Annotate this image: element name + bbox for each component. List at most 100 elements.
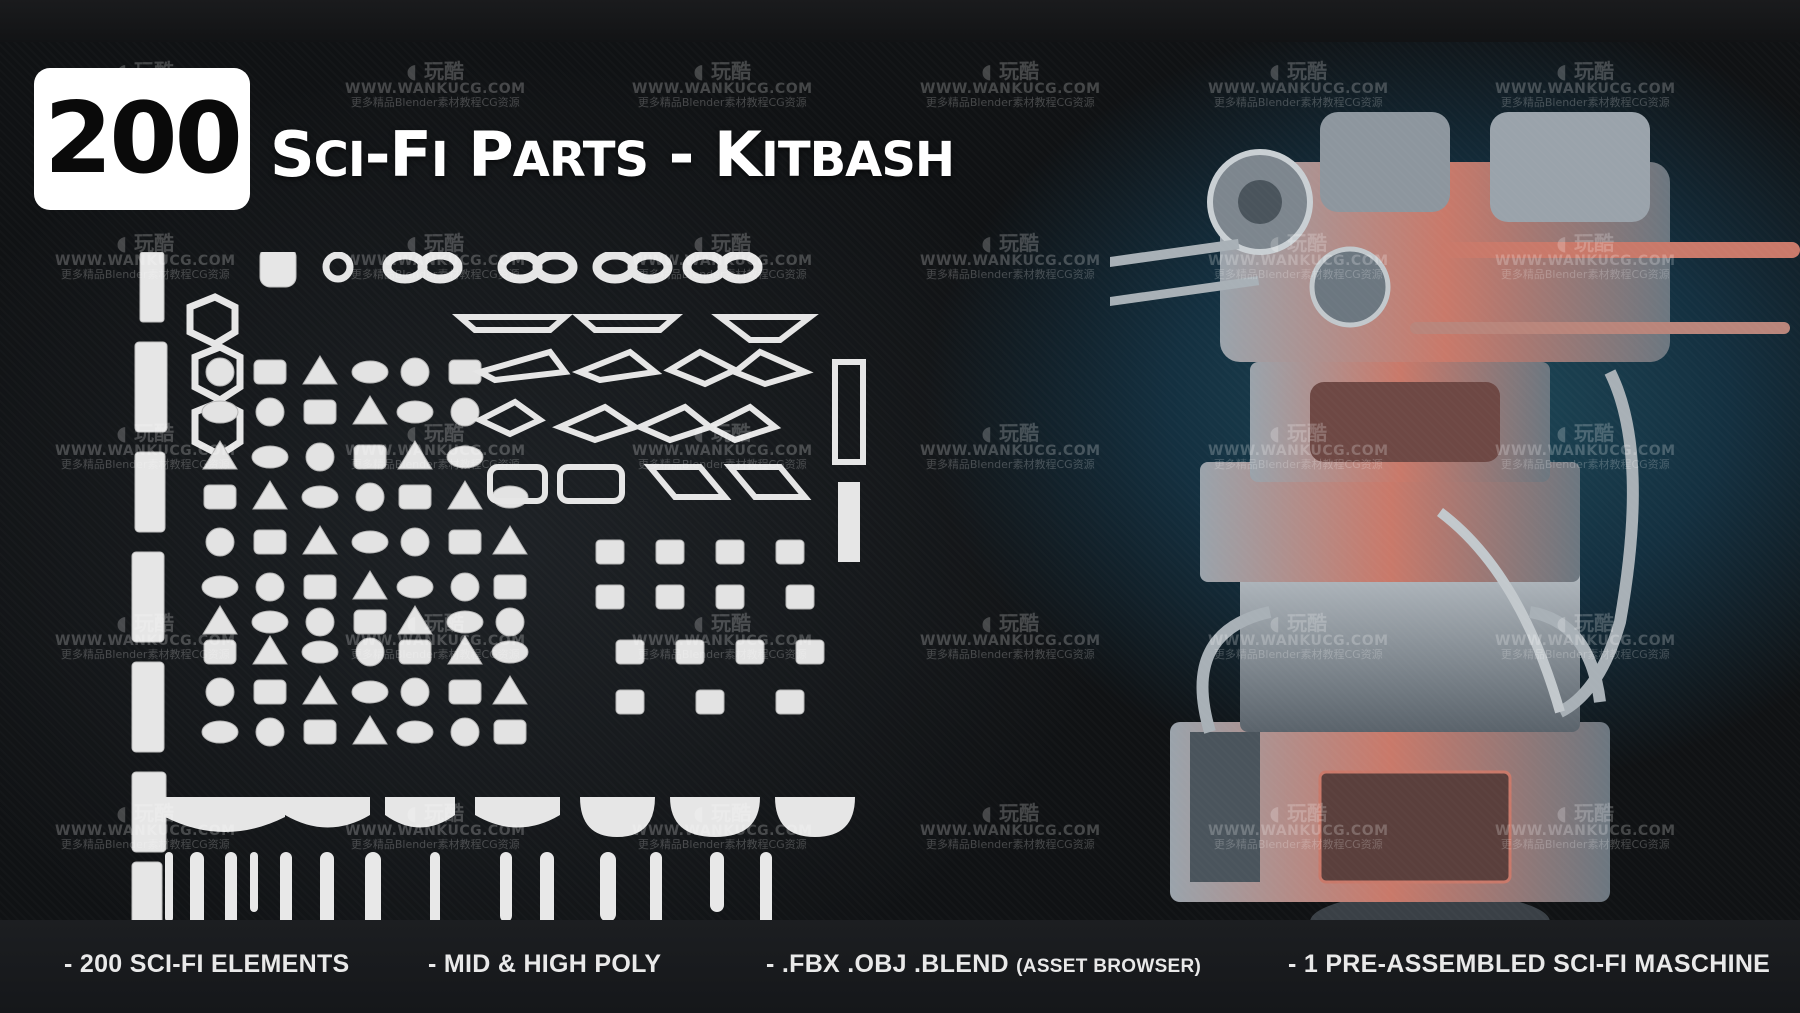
watermark-tag: 更多精品Blender素材教程CG资源 — [350, 648, 520, 662]
kitbash-part — [492, 675, 528, 705]
kitbash-part — [352, 570, 388, 600]
kitbash-part — [303, 399, 337, 425]
feature-machine: - 1 PRE-ASSEMBLED SCI-FI MASCHINE — [1288, 950, 1770, 979]
watermark-tag: 更多精品Blender素材教程CG资源 — [1213, 96, 1383, 110]
kitbash-part — [398, 484, 432, 510]
kitbash-part — [201, 400, 239, 424]
kitbash-part — [446, 445, 484, 469]
kitbash-part — [355, 637, 385, 667]
watermark-logo: ◖ 玩酷 — [981, 801, 1040, 825]
kitbash-part — [203, 484, 237, 510]
kitbash-part — [715, 584, 745, 610]
feature-note: (ASSET BROWSER) — [1016, 956, 1202, 977]
kitbash-part — [351, 530, 389, 554]
kitbash-part — [400, 527, 430, 557]
watermark-logo: ◖ 玩酷 — [116, 421, 175, 445]
kitbash-part — [303, 574, 337, 600]
kitbash-part — [397, 440, 433, 470]
watermark-logo: ◖ 玩酷 — [116, 801, 175, 825]
watermark-site: WWW.WANKUCG.COM — [1208, 253, 1389, 269]
watermark-tag: 更多精品Blender素材教程CG资源 — [637, 838, 807, 852]
kitbash-part — [355, 482, 385, 512]
watermark-logo: ◖ 玩酷 — [406, 421, 465, 445]
kitbash-parts-grid — [131, 252, 866, 920]
title-part: - — [668, 118, 695, 191]
kitbash-part — [400, 677, 430, 707]
watermark-site: WWW.WANKUCG.COM — [1495, 253, 1676, 269]
kitbash-part — [615, 639, 645, 665]
watermark-site: WWW.WANKUCG.COM — [1208, 823, 1389, 839]
count-badge: 200 — [34, 68, 250, 210]
watermark-tag: 更多精品Blender素材教程CG资源 — [350, 838, 520, 852]
kitbash-part — [255, 717, 285, 747]
kitbash-part — [448, 679, 482, 705]
watermark-logo: ◖ 玩酷 — [116, 611, 175, 635]
kitbash-part — [493, 719, 527, 745]
kitbash-part — [255, 572, 285, 602]
feature-poly: - MID & HIGH POLY — [428, 950, 661, 979]
watermark-site: WWW.WANKUCG.COM — [920, 443, 1101, 459]
title-part: ARTS — [512, 132, 649, 188]
feature-text: - MID & HIGH POLY — [428, 950, 662, 978]
kitbash-part — [595, 584, 625, 610]
title-part: - — [364, 118, 391, 191]
count-badge-number: 200 — [44, 82, 243, 196]
kitbash-part — [655, 539, 685, 565]
watermark-site: WWW.WANKUCG.COM — [632, 633, 813, 649]
watermark-tag: 更多精品Blender素材教程CG资源 — [1213, 458, 1383, 472]
kitbash-part — [775, 539, 805, 565]
kitbash-part — [795, 639, 825, 665]
kitbash-part — [352, 395, 388, 425]
watermark-site: WWW.WANKUCG.COM — [1495, 633, 1676, 649]
watermark-logo: ◖ 玩酷 — [693, 231, 752, 255]
watermark-tag: 更多精品Blender素材教程CG资源 — [1500, 838, 1670, 852]
watermark-logo: ◖ 玩酷 — [693, 611, 752, 635]
watermark-site: WWW.WANKUCG.COM — [1495, 81, 1676, 97]
feature-elements: - 200 SCI-FI ELEMENTS — [64, 950, 350, 979]
watermark-logo: ◖ 玩酷 — [1269, 611, 1328, 635]
kitbash-part — [353, 444, 387, 470]
watermark-tag: 更多精品Blender素材教程CG资源 — [637, 268, 807, 282]
kitbash-part — [450, 717, 480, 747]
watermark-tag: 更多精品Blender素材教程CG资源 — [60, 838, 230, 852]
watermark-logo: ◖ 玩酷 — [981, 231, 1040, 255]
kitbash-part — [397, 605, 433, 635]
watermark-tag: 更多精品Blender素材教程CG资源 — [925, 838, 1095, 852]
kitbash-part — [715, 539, 745, 565]
watermark-tag: 更多精品Blender素材教程CG资源 — [350, 268, 520, 282]
kitbash-part — [205, 357, 235, 387]
kitbash-part — [205, 527, 235, 557]
kitbash-part — [396, 720, 434, 744]
kitbash-part — [251, 610, 289, 634]
watermark-tag: 更多精品Blender素材教程CG资源 — [1500, 268, 1670, 282]
kitbash-part — [400, 357, 430, 387]
watermark-tag: 更多精品Blender素材教程CG资源 — [925, 458, 1095, 472]
kitbash-part — [305, 442, 335, 472]
watermark-logo: ◖ 玩酷 — [1556, 801, 1615, 825]
watermark-logo: ◖ 玩酷 — [1556, 59, 1615, 83]
kitbash-part — [615, 689, 645, 715]
title-part: I — [430, 132, 449, 188]
watermark-logo: ◖ 玩酷 — [693, 801, 752, 825]
watermark-site: WWW.WANKUCG.COM — [345, 81, 526, 97]
